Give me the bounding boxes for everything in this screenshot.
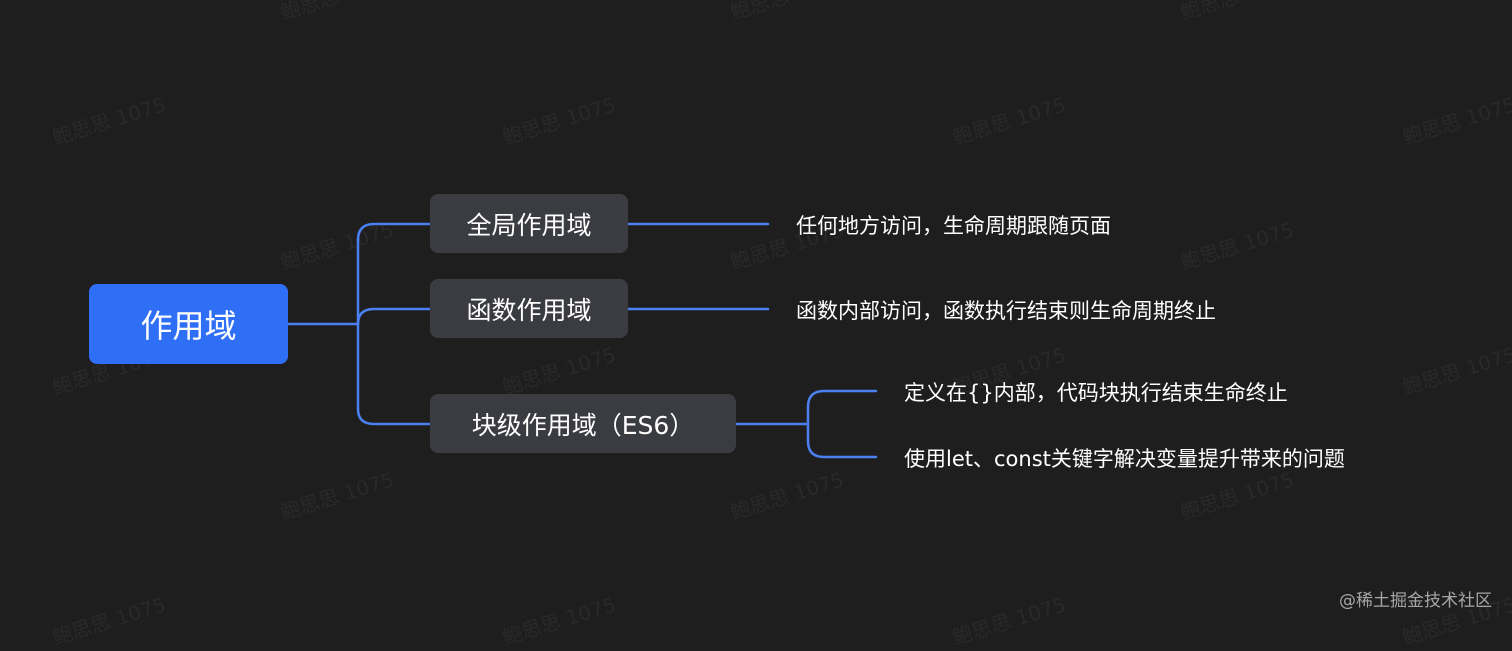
branch-node-function-scope[interactable]: 函数作用域 (430, 279, 628, 338)
link-block-to-leaf-1 (806, 389, 878, 409)
branch-node-global-scope[interactable]: 全局作用域 (430, 194, 628, 253)
link-root-to-global (356, 222, 432, 242)
source-credit: @稀土掘金技术社区 (1339, 591, 1492, 611)
leaf-node-block-scope-2[interactable]: 使用let、const关键字解决变量提升带来的问题 (904, 447, 1345, 471)
link-root-to-function (356, 307, 432, 326)
link-root-to-block (356, 407, 432, 426)
branch-label: 块级作用域（ES6） (471, 410, 695, 440)
branch-label: 函数作用域 (466, 295, 592, 325)
leaf-node-function-scope[interactable]: 函数内部访问，函数执行结束则生命周期终止 (796, 299, 1216, 323)
mindmap-links (286, 222, 878, 459)
root-node[interactable]: 作用域 (89, 284, 288, 364)
link-block-to-leaf-2 (806, 439, 878, 459)
leaf-node-global-scope[interactable]: 任何地方访问，生命周期跟随页面 (796, 214, 1111, 238)
root-node-label: 作用域 (140, 307, 237, 345)
branch-label: 全局作用域 (466, 210, 592, 240)
leaf-node-block-scope-1[interactable]: 定义在{}内部，代码块执行结束生命终止 (904, 381, 1288, 405)
branch-node-block-scope[interactable]: 块级作用域（ES6） (430, 394, 736, 453)
